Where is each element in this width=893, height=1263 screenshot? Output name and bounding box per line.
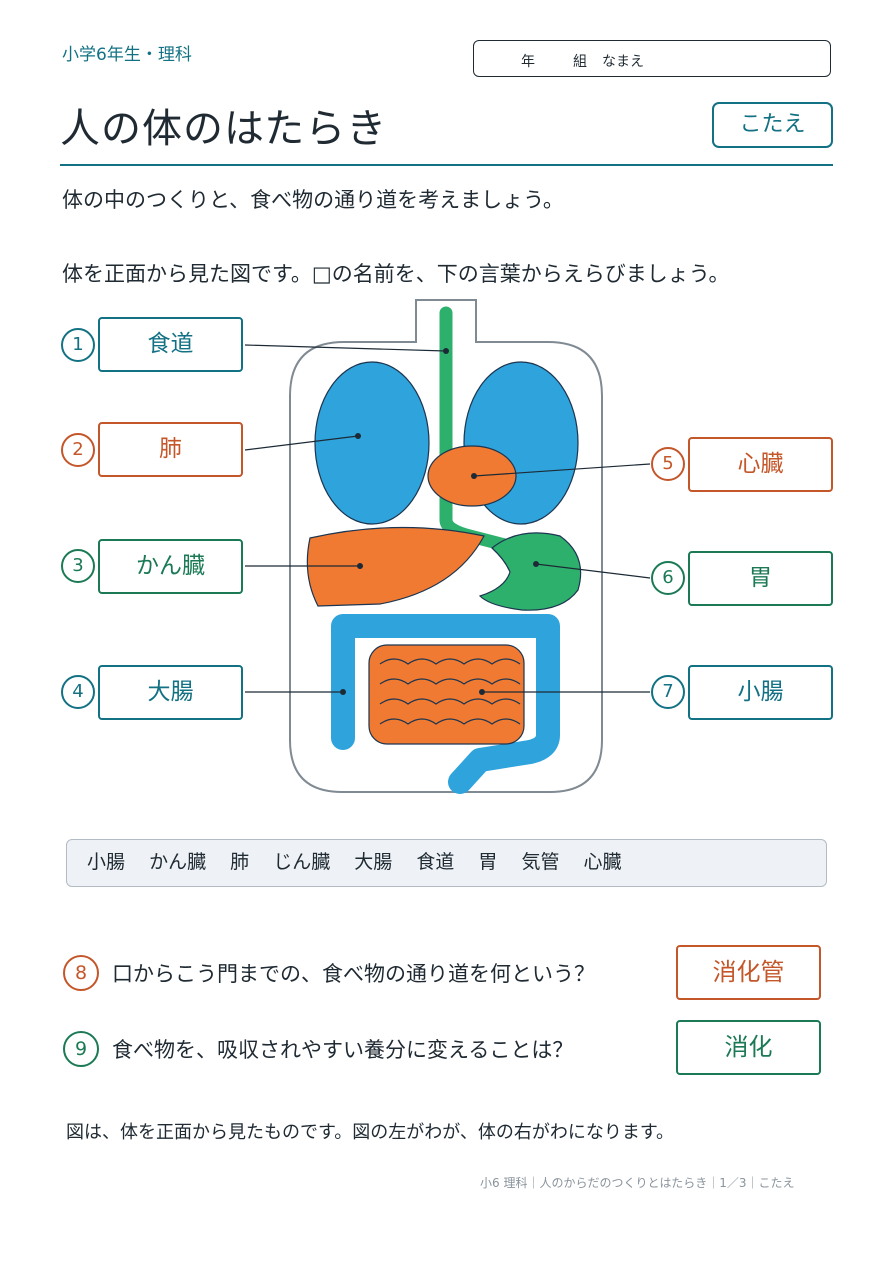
label-liver[interactable]: かん臓 — [98, 539, 243, 594]
label-number-2: 2 — [61, 433, 95, 467]
liver-shape — [306, 526, 485, 607]
grade-subject: 小学6年生・理科 — [62, 45, 192, 65]
label-number-3: 3 — [61, 549, 95, 583]
word-bank-item: かん臓 — [149, 851, 207, 873]
page-title: 人の体のはたらき — [60, 106, 388, 152]
label-heart[interactable]: 心臓 — [688, 437, 833, 492]
label-stomach[interactable]: 胃 — [688, 551, 833, 606]
page-footer: 小6 理科｜人のからだのつくりとはたらき｜1／3｜こたえ — [480, 1176, 795, 1190]
label-number-7: 7 — [651, 675, 685, 709]
stomach-shape — [478, 532, 582, 611]
label-small-intestine[interactable]: 小腸 — [688, 665, 833, 720]
word-bank-item: 食道 — [416, 851, 455, 873]
class-label: 組 — [573, 54, 587, 70]
question-number-8: 8 — [63, 955, 99, 991]
word-bank-item: 大腸 — [354, 851, 393, 873]
diagram-note: 図は、体を正面から見たものです。図の左がわが、体の右がわになります。 — [66, 1122, 675, 1143]
label-number-4: 4 — [61, 675, 95, 709]
name-field[interactable]: 年 組 なまえ — [473, 40, 831, 77]
small-intestine-waves — [379, 658, 521, 725]
label-lung[interactable]: 肺 — [98, 422, 243, 477]
question-9-answer[interactable]: 消化 — [676, 1020, 821, 1075]
body-diagram — [244, 299, 651, 794]
right-lung-shape — [314, 361, 430, 525]
label-number-5: 5 — [651, 447, 685, 481]
label-number-6: 6 — [651, 561, 685, 595]
title-divider — [60, 164, 833, 166]
word-bank: 小腸 かん臓 肺 じん臓 大腸 食道 胃 気管 心臓 — [66, 839, 827, 887]
leader-dots — [340, 348, 539, 695]
question-8-text: 口からこう門までの、食べ物の通り道を何という？ — [112, 962, 595, 986]
instruction-text: 体を正面から見た図です。□の名前を、下の言葉からえらびましょう。 — [62, 262, 730, 286]
question-8-answer[interactable]: 消化管 — [676, 945, 821, 1000]
word-bank-item: 肺 — [230, 851, 250, 873]
question-number-9: 9 — [63, 1031, 99, 1067]
intro-text: 体の中のつくりと、食べ物の通り道を考えましょう。 — [62, 188, 564, 212]
small-intestine-shape — [368, 644, 525, 745]
label-large-intestine[interactable]: 大腸 — [98, 665, 243, 720]
large-intestine-shape — [331, 614, 560, 794]
word-bank-item: じん臓 — [273, 851, 331, 873]
question-9-text: 食べ物を、吸収されやすい養分に変えることは？ — [112, 1038, 574, 1062]
word-bank-item: 心臓 — [583, 851, 622, 873]
year-label: 年 — [521, 54, 535, 70]
leader-lines — [244, 344, 651, 693]
word-bank-item: 小腸 — [87, 851, 126, 873]
answer-badge: こたえ — [712, 102, 833, 148]
name-label: なまえ — [602, 54, 644, 70]
label-number-1: 1 — [61, 328, 95, 362]
word-bank-item: 胃 — [478, 851, 498, 873]
label-esophagus[interactable]: 食道 — [98, 317, 243, 372]
word-bank-item: 気管 — [521, 851, 560, 873]
